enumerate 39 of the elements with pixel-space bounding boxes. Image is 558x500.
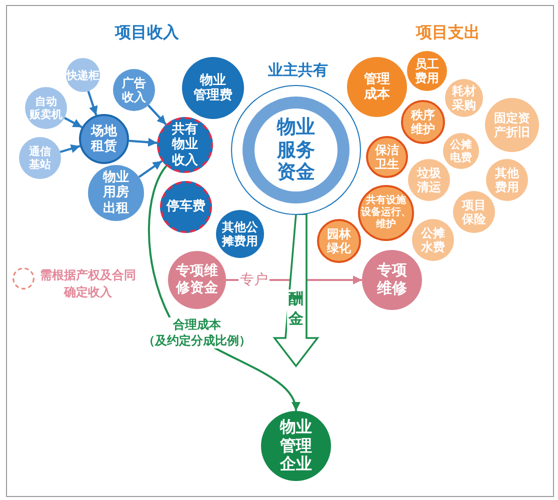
income-circle: 快递柜 (66, 58, 100, 92)
expense-circle: 耗材采购 (445, 79, 483, 117)
expense-circle: 秩序维护 (401, 100, 445, 144)
income-circle: 共有物业收入 (157, 117, 213, 173)
income-circle: 自动贩卖机 (25, 87, 67, 129)
arrow (128, 138, 158, 147)
section-heading: 项目收入 (115, 22, 179, 42)
fund-circle: 专项维修资金 (168, 251, 226, 309)
fund-ring: 物业服务资金 (231, 85, 361, 215)
arrow (138, 160, 163, 178)
expense-circle: 固定资产折旧 (485, 98, 539, 152)
arrow (64, 116, 83, 128)
expense-circle: 其他费用 (486, 159, 528, 201)
expense-circle: 员工费用 (407, 51, 447, 91)
income-circle: 其他公摊费用 (216, 210, 264, 258)
expense-circle: 公摊水费 (412, 219, 454, 261)
income-circle: 广告收入 (113, 69, 155, 111)
expense-circle: 保洁卫生 (366, 136, 408, 178)
arrow (60, 144, 80, 154)
income-circle: 停车费 (160, 181, 212, 233)
arrow (87, 90, 98, 116)
income-circle: 物业管理费 (182, 57, 244, 119)
legend-label: 需根据产权及合同确定收入 (39, 267, 137, 301)
fund-circle: 专项维修 (362, 250, 422, 310)
expense-circle: 公摊电费 (443, 133, 479, 169)
expense-circle: 垃圾清运 (408, 159, 450, 201)
arrow (148, 104, 167, 126)
section-heading: 项目支出 (416, 22, 480, 42)
company-circle: 物业管理企业 (261, 411, 331, 481)
ring-heading: 业主共有 (268, 61, 328, 79)
expense-circle: 管理成本 (347, 57, 407, 117)
edge-label: 专户 (238, 270, 270, 290)
income-circle: 通信基站 (19, 137, 61, 179)
income-circle: 场地租赁 (79, 114, 129, 164)
income-circle: 物业用房出租 (88, 165, 144, 221)
expense-circle: 项目保险 (453, 191, 495, 233)
edge-label: 酬金 (287, 290, 305, 328)
expense-circle: 园林绿化 (317, 219, 361, 263)
expense-circle: 共有设施设备运行、维护 (358, 185, 414, 241)
